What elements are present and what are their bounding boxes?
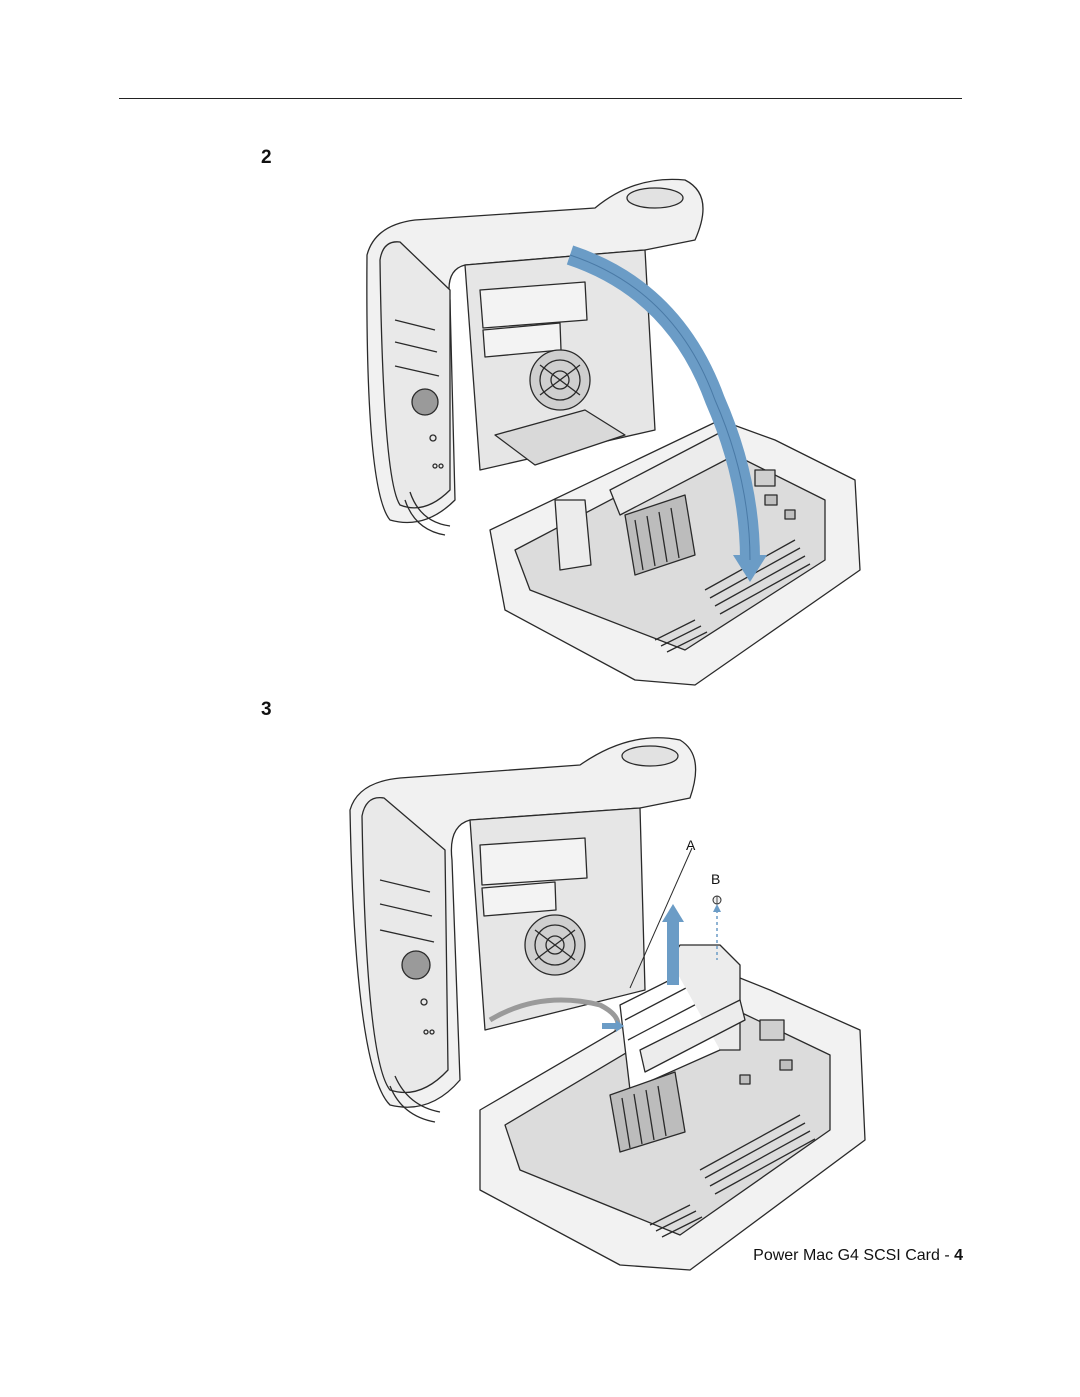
page-number: 4 <box>954 1247 963 1264</box>
screw-icon <box>712 895 722 960</box>
up-arrow-icon <box>662 904 684 985</box>
step-number-3: 3 <box>261 699 272 720</box>
step-number-2: 2 <box>261 147 272 168</box>
figure-open-side-door <box>366 178 861 686</box>
callout-a: A <box>686 837 696 853</box>
callout-b: B <box>711 871 720 887</box>
curved-arrow-icon <box>566 245 767 582</box>
header-rule <box>119 98 962 99</box>
page-footer: Power Mac G4 SCSI Card - 4 <box>753 1247 963 1265</box>
footer-title: Power Mac G4 SCSI Card - <box>753 1247 955 1264</box>
figure-remove-scsi-card: A B <box>349 737 866 1271</box>
